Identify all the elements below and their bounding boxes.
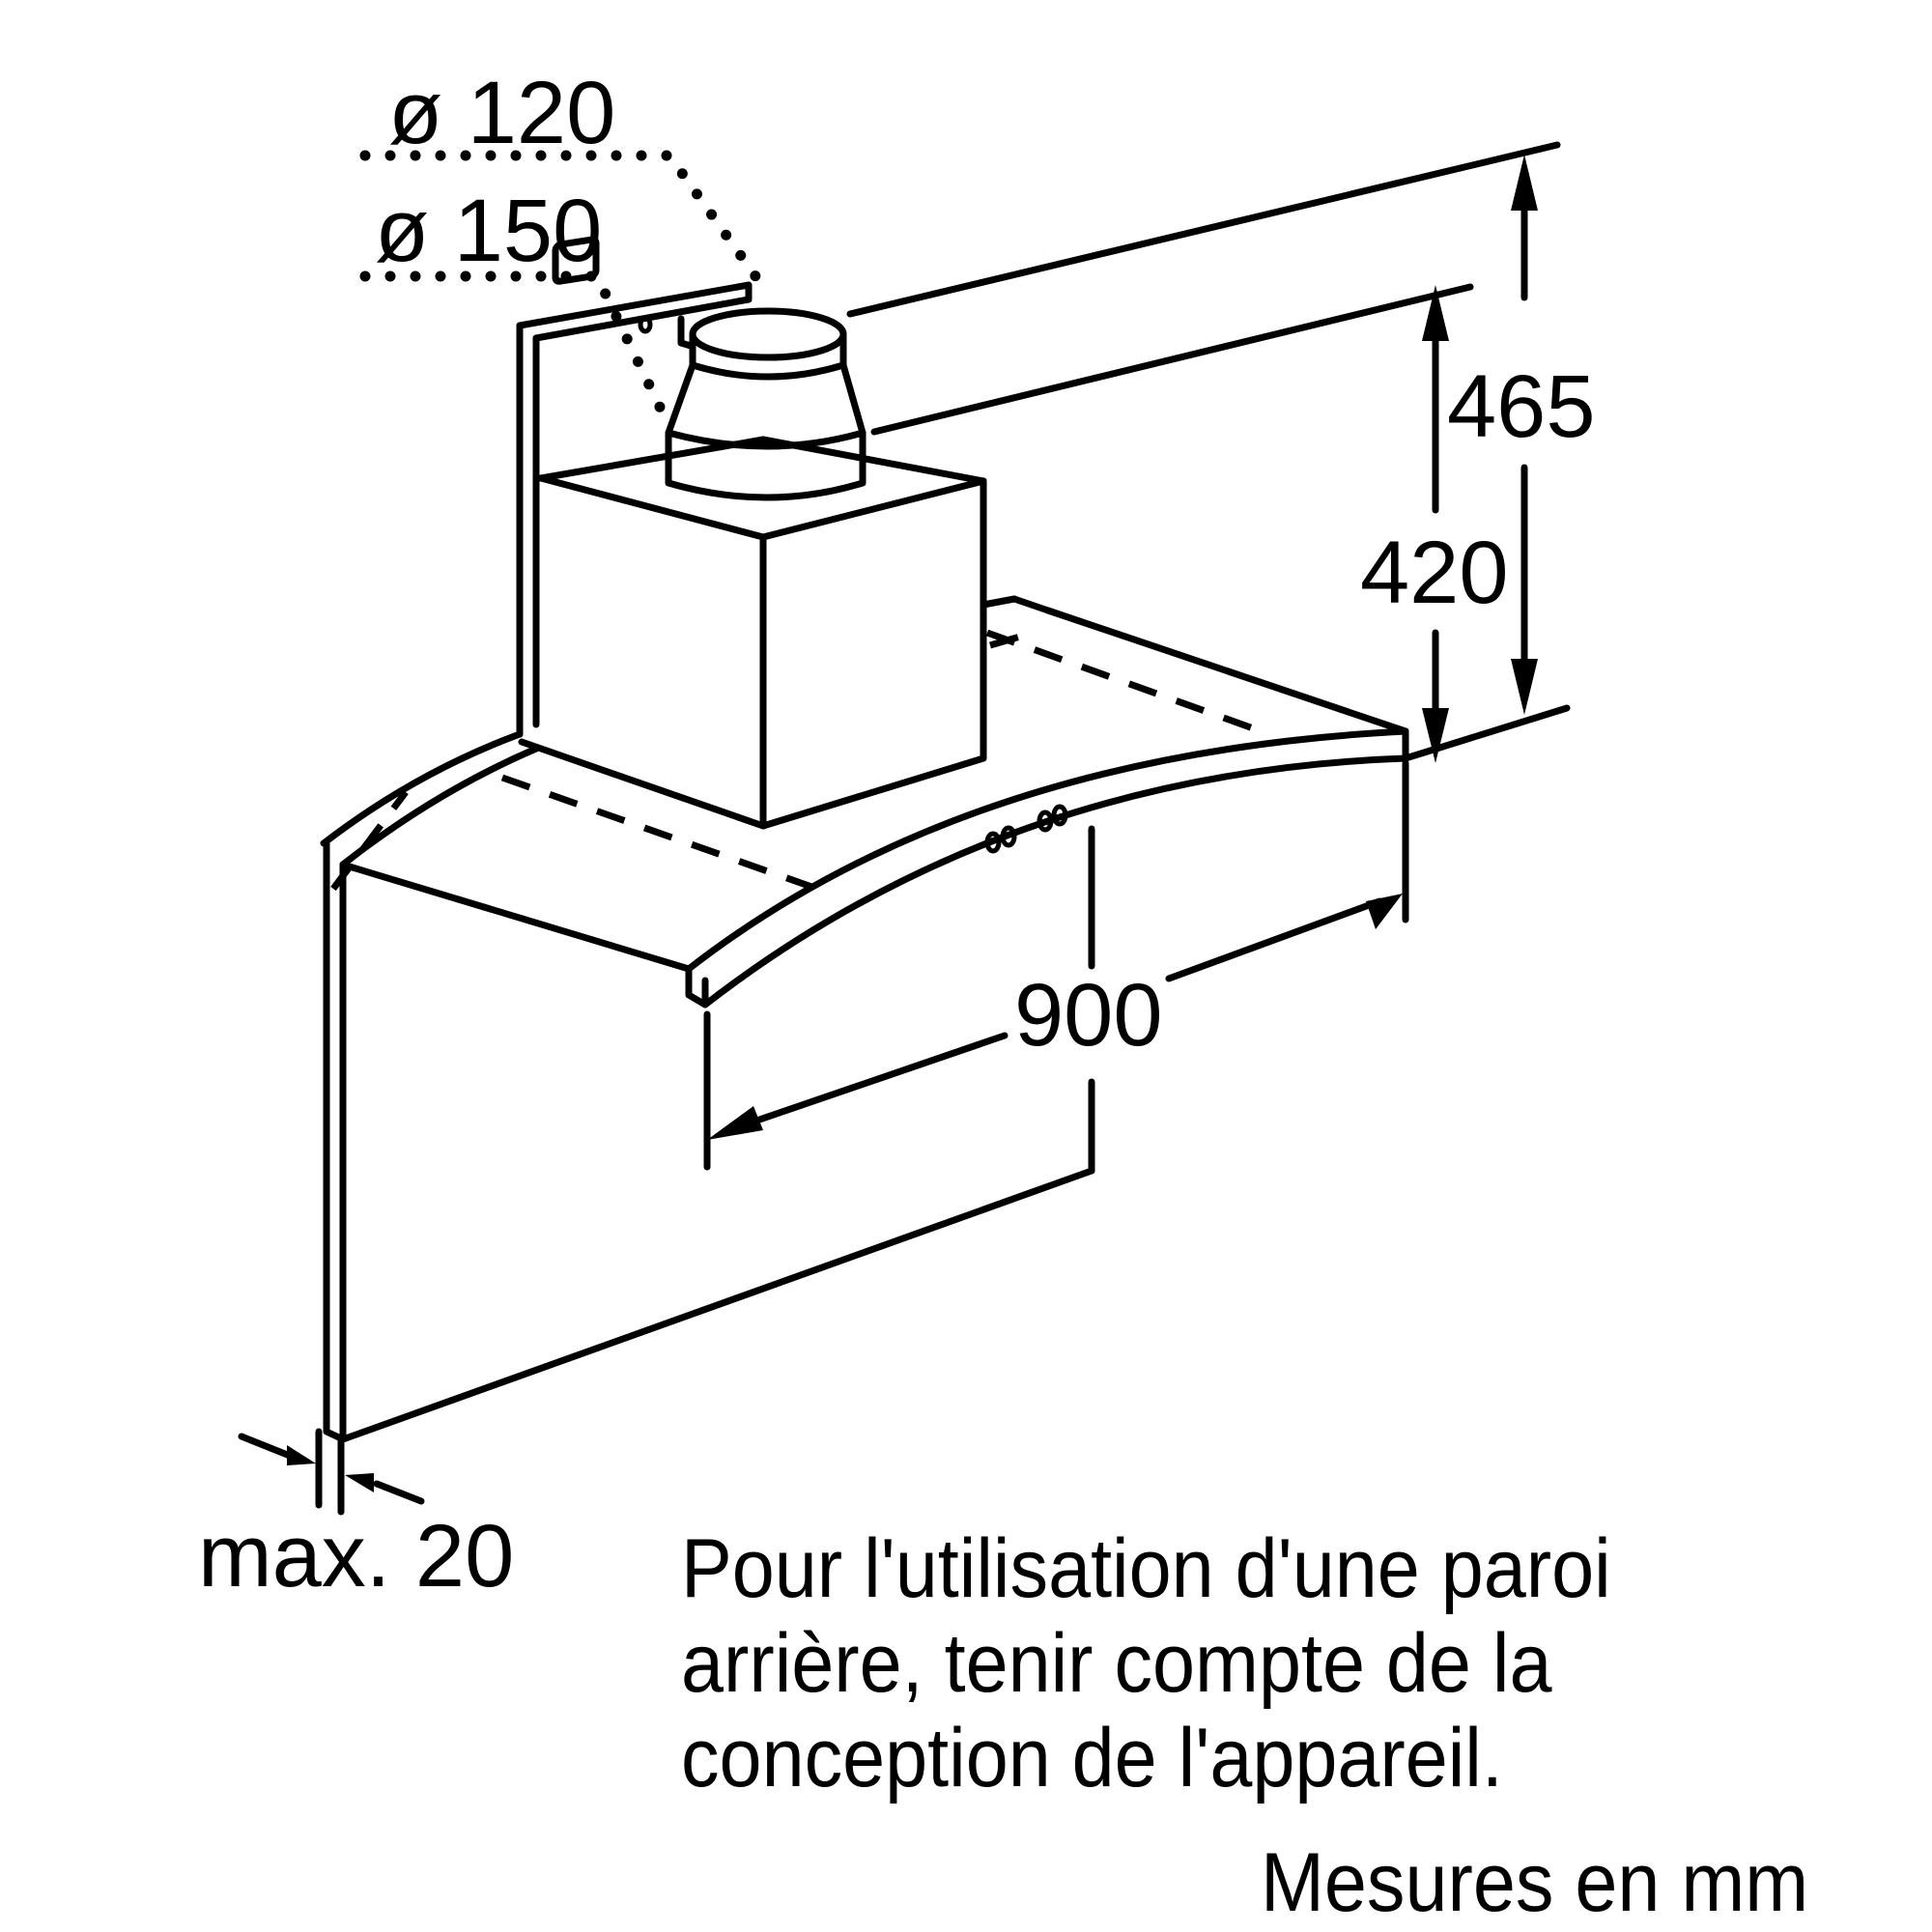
duct-diameter-120-label: ø 120	[388, 64, 615, 162]
height-465-label: 465	[1447, 357, 1596, 456]
note-line-1: Pour l'utilisation d'une paroi	[681, 1522, 1611, 1615]
diameter-leaders	[359, 150, 764, 431]
back-panel	[323, 839, 1095, 1443]
gap-max-20-label: max. 20	[198, 1507, 514, 1605]
hood-canopy	[320, 595, 1409, 1009]
wall-bracket	[516, 236, 753, 738]
gap-dimension	[238, 1428, 425, 1516]
hidden-edges	[330, 629, 1258, 897]
duct-connector	[665, 307, 867, 501]
width-dimension	[703, 759, 1409, 1171]
duct-diameter-150-label: ø 150	[375, 182, 602, 280]
backpanel-note: Pour l'utilisation d'une paroi arrière, …	[681, 1521, 1611, 1805]
height-dimensions	[846, 141, 1571, 763]
units-note: Mesures en mm	[1261, 1836, 1809, 1929]
width-900-label: 900	[1014, 966, 1163, 1065]
note-line-3: conception de l'appareil.	[681, 1712, 1503, 1804]
height-420-label: 420	[1360, 524, 1509, 622]
note-line-2: arrière, tenir compte de la	[681, 1617, 1552, 1710]
